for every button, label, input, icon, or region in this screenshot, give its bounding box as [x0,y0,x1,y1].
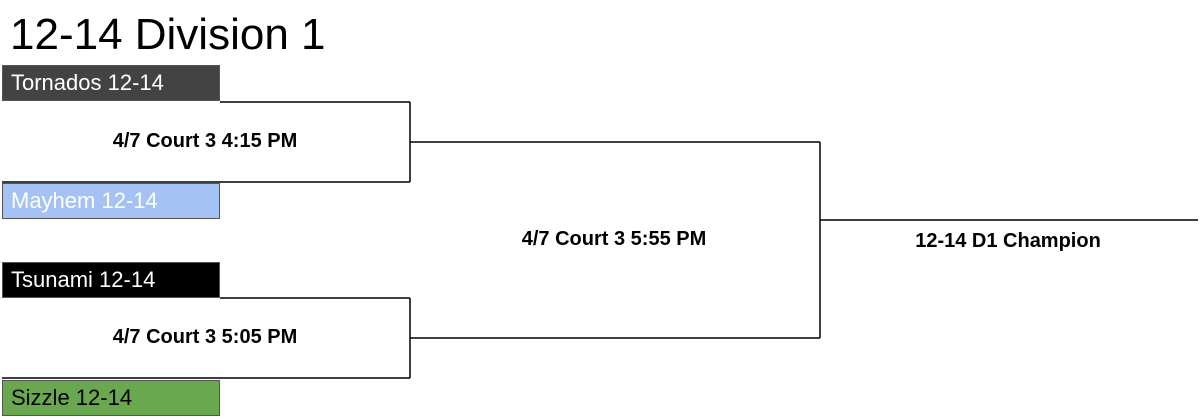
game-1-label: 4/7 Court 3 4:15 PM [112,130,298,152]
team-slot-sizzle: Sizzle 12-14 [2,380,220,416]
bracket-title: 12-14 Division 1 [10,10,326,59]
game-2-label: 4/7 Court 3 5:05 PM [112,326,298,348]
team-slot-tornados: Tornados 12-14 [2,65,220,101]
team-slot-mayhem: Mayhem 12-14 [2,183,220,219]
game-3-label: 4/7 Court 3 5:55 PM [521,228,707,250]
champion-label: 12-14 D1 Champion [915,230,1101,252]
team-slot-tsunami: Tsunami 12-14 [2,262,220,298]
